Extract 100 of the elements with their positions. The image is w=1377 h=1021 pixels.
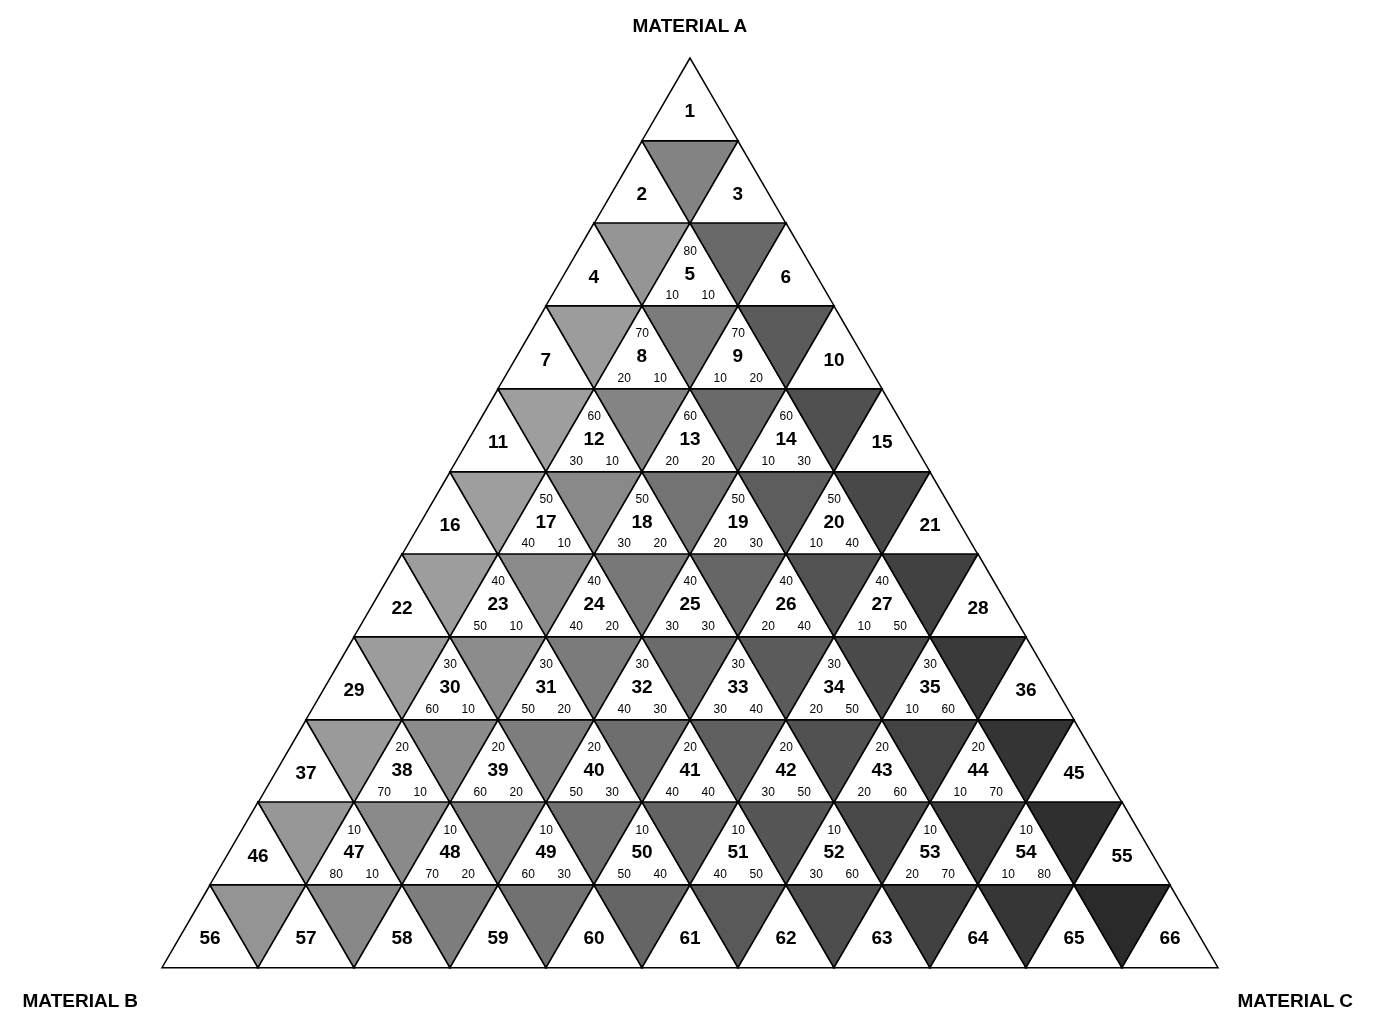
percentage-label: 30 [749,537,763,550]
percentage-label: 10 [761,454,775,467]
triangle-number: 15 [871,432,893,452]
triangle-number: 30 [439,677,461,696]
percentage-label: 60 [893,785,907,798]
percentage-label: 30 [797,454,811,467]
percentage-label: 70 [941,868,955,881]
triangle-number: 48 [439,842,461,862]
vertex-label: MATERIAL A [632,15,748,37]
percentage-label: 50 [473,620,487,633]
triangle-number: 2 [636,184,648,204]
percentage-label: 30 [635,658,649,671]
percentage-label: 10 [653,372,667,385]
percentage-label: 60 [941,702,955,715]
triangle-number: 18 [631,511,653,531]
triangle-number: 21 [919,514,941,534]
triangle-number: 14 [775,428,797,448]
percentage-label: 10 [665,289,679,302]
percentage-label: 10 [509,620,523,633]
triangle-number: 47 [343,842,365,862]
percentage-label: 20 [557,702,571,715]
percentage-label: 40 [683,575,697,588]
percentage-label: 20 [509,785,523,798]
percentage-label: 70 [425,868,439,881]
percentage-label: 20 [809,702,823,715]
triangle-number: 51 [727,842,749,862]
percentage-label: 30 [827,658,841,671]
percentage-label: 50 [539,492,553,505]
triangle-number: 9 [732,346,744,366]
vertex-label: MATERIAL B [22,990,138,1012]
triangle-number: 17 [535,511,557,531]
percentage-label: 10 [347,823,361,836]
percentage-label: 10 [605,454,619,467]
percentage-label: 50 [893,620,907,633]
percentage-label: 20 [395,740,409,753]
percentage-label: 20 [857,785,871,798]
percentage-label: 50 [569,785,583,798]
percentage-label: 10 [857,620,871,633]
triangle-number: 31 [535,677,557,696]
triangle-number: 28 [967,597,989,617]
percentage-label: 20 [779,740,793,753]
percentage-label: 10 [713,372,727,385]
percentage-label: 30 [653,702,667,715]
percentage-label: 60 [521,868,535,881]
percentage-label: 10 [539,823,553,836]
triangle-number: 16 [439,514,461,534]
percentage-label: 80 [329,868,343,881]
percentage-label: 10 [731,823,745,836]
triangle-number: 62 [775,928,797,948]
percentage-label: 20 [701,454,715,467]
triangle-number: 20 [823,511,845,531]
vertex-label: MATERIAL C [1237,990,1353,1012]
percentage-label: 50 [749,868,763,881]
percentage-label: 70 [377,785,391,798]
triangle-number: 19 [727,511,749,531]
percentage-label: 70 [731,327,745,340]
percentage-label: 40 [491,575,505,588]
triangle-number: 54 [1015,842,1037,862]
percentage-label: 50 [731,492,745,505]
triangle-number: 29 [343,680,365,700]
percentage-label: 10 [905,702,919,715]
percentage-label: 40 [749,702,763,715]
triangle-number: 58 [391,928,413,948]
percentage-label: 60 [587,410,601,423]
triangle-number: 11 [488,432,509,452]
percentage-label: 40 [521,537,535,550]
percentage-label: 50 [797,785,811,798]
triangle-number: 45 [1063,763,1085,782]
triangle-number: 41 [679,759,701,779]
percentage-label: 50 [635,492,649,505]
triangle-number: 13 [679,428,701,448]
percentage-label: 60 [425,702,439,715]
percentage-label: 40 [653,868,667,881]
triangle-number: 3 [732,184,744,204]
triangle-number: 10 [823,349,845,369]
percentage-label: 40 [587,575,601,588]
triangle-number: 37 [295,763,317,782]
percentage-label: 20 [875,740,889,753]
percentage-label: 40 [701,785,715,798]
triangle-number: 64 [967,928,989,948]
triangle-number: 50 [631,842,653,862]
percentage-label: 40 [617,702,631,715]
percentage-label: 10 [1019,823,1033,836]
percentage-label: 30 [617,537,631,550]
triangle-number: 4 [588,266,600,286]
percentage-label: 20 [683,740,697,753]
triangle-number: 61 [679,928,701,948]
triangle-number: 5 [684,263,696,283]
triangle-number: 57 [295,928,317,948]
triangle-number: 12 [583,428,605,448]
percentage-label: 10 [635,823,649,836]
percentage-label: 30 [539,658,553,671]
triangle-number: 7 [540,349,552,369]
triangle-number: 59 [487,928,509,948]
triangle-number: 44 [967,759,989,779]
percentage-label: 10 [557,537,571,550]
percentage-label: 10 [923,823,937,836]
percentage-label: 20 [461,868,475,881]
percentage-label: 20 [749,372,763,385]
triangle-number: 66 [1159,928,1181,948]
